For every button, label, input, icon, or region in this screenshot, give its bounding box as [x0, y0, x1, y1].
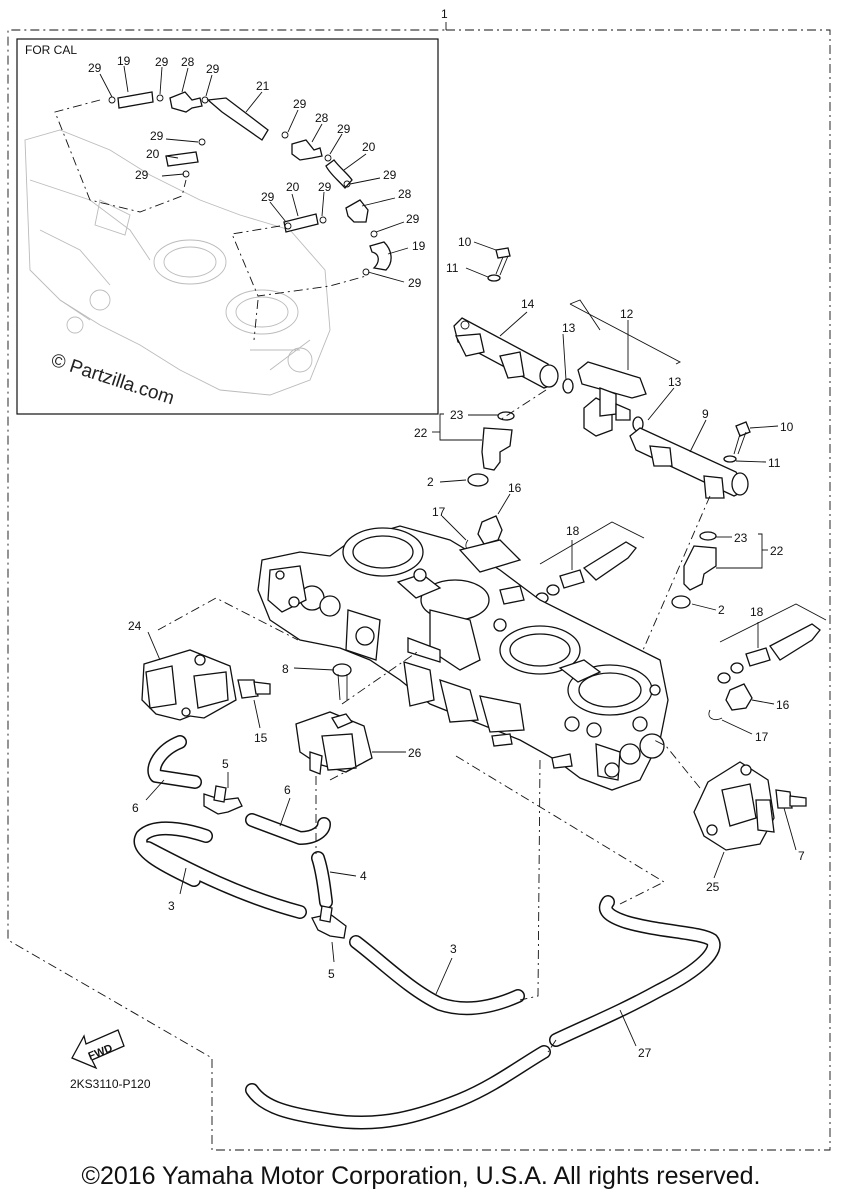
fuel-injector-22-lower: 23 22 2 [671, 531, 784, 617]
callout-26: 26 [408, 746, 422, 760]
callout-29: 29 [408, 276, 422, 290]
bolt-15: 15 [237, 679, 271, 745]
callout-29: 29 [155, 55, 169, 69]
callout-28: 28 [181, 55, 195, 69]
callout-10: 10 [458, 235, 472, 249]
assembly-outline: 1 [7, 7, 831, 1151]
callout-12: 12 [620, 307, 634, 321]
fuel-rail-14 [453, 317, 559, 389]
bolt-10-washer-11-lower: 10 11 [723, 420, 794, 470]
callout-11: 11 [768, 456, 781, 470]
callout-23: 23 [450, 408, 464, 422]
screw-18-upper: 18 [535, 521, 645, 604]
callout-29: 29 [406, 212, 420, 226]
fuel-pipe-12 [562, 361, 647, 437]
callout-3: 3 [168, 899, 175, 913]
screw-18-lower: 18 [717, 603, 827, 684]
exploded-parts-diagram: 1 FOR CAL [7, 7, 831, 1151]
t-fitting-5-upper: 5 [203, 757, 243, 815]
callout-17: 17 [432, 505, 446, 519]
diagram-code: 2KS3110-P120 [70, 1077, 151, 1091]
callout-7: 7 [798, 849, 805, 863]
callout-15: 15 [254, 731, 268, 745]
callout-14: 14 [521, 297, 535, 311]
callout-5: 5 [222, 757, 229, 771]
callout-22: 22 [414, 426, 428, 440]
screw-8: 8 [282, 649, 421, 705]
callout-29: 29 [337, 122, 351, 136]
callout-22: 22 [770, 544, 784, 558]
callout-25: 25 [706, 880, 720, 894]
callout-27: 27 [638, 1046, 652, 1060]
callout-29: 29 [150, 129, 164, 143]
callout-29: 29 [206, 62, 220, 76]
callout-29: 29 [383, 168, 397, 182]
callout-28: 28 [315, 111, 329, 125]
cap-16-clip-17-lower: 16 17 [708, 683, 790, 744]
callout-2: 2 [427, 475, 434, 489]
hose-network [133, 735, 721, 1130]
bolt-7: 7 [775, 789, 807, 863]
t-fitting-5-lower: 5 [311, 905, 347, 981]
callout-18: 18 [566, 524, 580, 538]
callout-29: 29 [135, 168, 149, 182]
callout-3: 3 [450, 942, 457, 956]
inset-hose-network [54, 91, 392, 341]
callout-8: 8 [282, 662, 289, 676]
bolt-10-washer-11-upper: 10 11 [446, 235, 511, 282]
callout-20: 20 [362, 140, 376, 154]
callout-6: 6 [284, 783, 291, 797]
callout-13: 13 [562, 321, 576, 335]
callout-24: 24 [128, 619, 142, 633]
throttle-sensor-25: 25 [693, 761, 775, 894]
fuel-rail-9: 9 [629, 407, 749, 499]
callout-4: 4 [360, 869, 367, 883]
callout-28: 28 [398, 187, 412, 201]
callout-29: 29 [293, 97, 307, 111]
throttle-position-sensor-24: 24 [128, 619, 237, 721]
callout-2: 2 [718, 603, 725, 617]
inset-callout-leaders [99, 65, 409, 283]
callout-29: 29 [318, 180, 332, 194]
callout-5: 5 [328, 967, 335, 981]
callout-10: 10 [780, 420, 794, 434]
callout-6: 6 [132, 801, 139, 815]
copyright-notice: ©2016 Yamaha Motor Corporation, U.S.A. A… [81, 1162, 761, 1190]
callout-21: 21 [256, 79, 270, 93]
callout-17: 17 [755, 730, 769, 744]
callout-23: 23 [734, 531, 748, 545]
inset-callouts: 29 19 29 28 29 21 29 28 29 29 20 29 20 2… [88, 54, 426, 290]
callout-11: 11 [446, 261, 459, 275]
fuel-injector-22-upper: 23 22 2 [414, 408, 515, 489]
callout-13: 13 [668, 375, 682, 389]
callout-20: 20 [286, 180, 300, 194]
callout-19: 19 [117, 54, 131, 68]
callout-1: 1 [441, 7, 448, 21]
hose-callouts: 6 6 4 3 3 27 [132, 779, 652, 1060]
forward-direction-arrow: FWD [71, 1029, 125, 1070]
callout-19: 19 [412, 239, 426, 253]
callout-29: 29 [261, 190, 275, 204]
for-cal-inset: FOR CAL [16, 38, 439, 415]
callout-29: 29 [88, 61, 102, 75]
throttle-body [257, 525, 669, 791]
callout-18: 18 [750, 605, 764, 619]
inset-title: FOR CAL [25, 43, 77, 57]
callout-9: 9 [702, 407, 709, 421]
callout-16: 16 [776, 698, 790, 712]
callout-16: 16 [508, 481, 522, 495]
inset-throttle-body-sketch [24, 129, 331, 396]
callout-20: 20 [146, 147, 160, 161]
intake-pressure-sensor-26: 26 [295, 711, 422, 775]
